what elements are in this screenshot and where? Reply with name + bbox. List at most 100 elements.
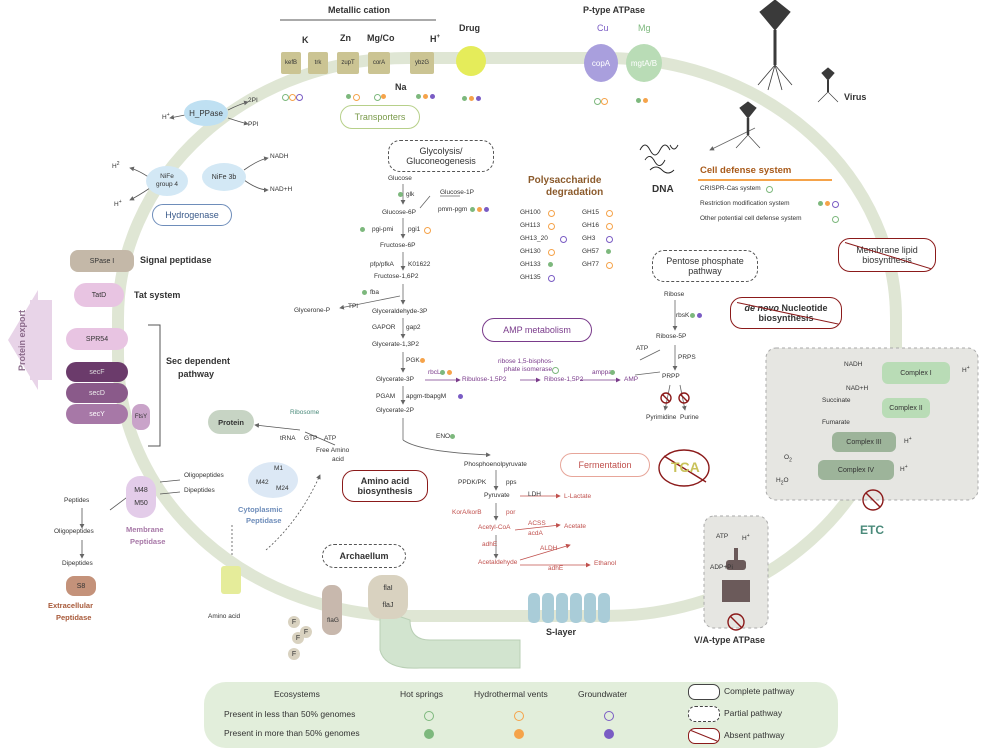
- gh-item: GH130: [520, 248, 541, 255]
- eno-enzyme: ENO: [436, 433, 451, 440]
- ybzg-transporter: ybzG: [410, 52, 434, 74]
- ribose5p-label: Ribose-5P: [656, 333, 687, 340]
- pyrimidine-label: Pyrimidine: [646, 414, 677, 421]
- marker-dot: [825, 201, 830, 206]
- marker-dot: [643, 98, 648, 103]
- srp54: SPR54: [66, 328, 128, 350]
- gapor-enzyme: GAPOR: [372, 324, 396, 331]
- mgco-label: Mg/Co: [367, 33, 395, 43]
- s-layer-label: S-layer: [546, 627, 577, 637]
- legend-complete: Complete pathway: [724, 686, 795, 696]
- fructose16p2-label: Fructose-1,6P2: [374, 273, 419, 280]
- free-amino-acid-label-1: Free Amino: [316, 447, 350, 454]
- marker-dot: [606, 210, 613, 217]
- marker-dot: [636, 98, 641, 103]
- signal-peptidase-title: Signal peptidase: [140, 255, 212, 265]
- amino-acid-transporter: [221, 566, 241, 594]
- legend-absent: Absent pathway: [724, 730, 785, 740]
- glycolysis-pathway-box: Glycolysis/Gluconeogenesis: [388, 140, 494, 172]
- marker-dot: [423, 94, 428, 99]
- archaellum-filament: [379, 609, 521, 669]
- gh-item: GH16: [582, 222, 599, 229]
- m1-label: M1: [274, 465, 284, 472]
- complex-iv: Complex IV: [818, 460, 894, 480]
- pps-enzyme: pps: [506, 479, 517, 486]
- hppase-enzyme: H_PPase: [184, 100, 228, 126]
- marker-dot: [818, 201, 823, 206]
- amino-acid-transport-label: Amino acid: [208, 613, 241, 620]
- purine-label: Purine: [680, 414, 699, 421]
- rbcl-enzyme: rbcL: [428, 369, 441, 376]
- acetaldehyde-label: Acetaldehyde: [478, 559, 518, 566]
- sec-title-2: pathway: [178, 369, 215, 379]
- marker-dot: [594, 98, 601, 105]
- pgam-enzyme: PGAM: [376, 393, 396, 400]
- marker-dot: [606, 236, 613, 243]
- marker-dot: [697, 313, 702, 318]
- apgm-enzyme: apgm-tbapgM: [406, 393, 447, 400]
- pmm-pgm-enzyme: pmm-pgm: [438, 206, 468, 213]
- etc-nad-label: NAD+H: [846, 385, 869, 392]
- marker-dot: [462, 96, 467, 101]
- acda-enzyme: acdA: [528, 530, 543, 537]
- s8-enzyme: S8: [66, 576, 96, 596]
- prpp-label: PRPP: [662, 373, 680, 380]
- peptides-label: Peptides: [64, 497, 90, 504]
- marker-dot: [420, 358, 425, 363]
- marker-dot: [430, 94, 435, 99]
- marker-dot: [470, 207, 475, 212]
- legend-more-50: Present in more than 50% genomes: [224, 728, 360, 738]
- marker-dot: [548, 223, 555, 230]
- polysaccharide-title-2: degradation: [546, 187, 604, 198]
- marker-dot: [766, 186, 773, 193]
- glycerone-label: Glycerone-P: [294, 307, 331, 314]
- marker-dot: [548, 249, 555, 256]
- isomerase-label-2: phate isomerase: [504, 366, 553, 373]
- gh-item: GH15: [582, 209, 599, 216]
- cell-defense-underline: [698, 179, 832, 181]
- marker-dot: [447, 370, 452, 375]
- glucose1p-label: Glucose-1P: [440, 189, 474, 196]
- hydrogenase-h-label: H+: [114, 199, 122, 209]
- tatd: TatD: [74, 283, 124, 307]
- marker-dot: [362, 290, 367, 295]
- gh-item: GH77: [582, 261, 599, 268]
- rib15p2-label: Ribulose-1,5P2: [462, 376, 507, 383]
- glucose-label: Glucose: [388, 175, 412, 182]
- dna-label: DNA: [652, 184, 674, 195]
- metallic-cation-title: Metallic cation: [328, 5, 391, 15]
- marker-dot: [548, 275, 555, 282]
- etc-h-3: H+: [904, 436, 912, 446]
- k01622-enzyme: K01622: [408, 261, 431, 268]
- o2-label: O2: [784, 454, 792, 464]
- glycerate2p-label: Glycerate-2P: [376, 407, 414, 414]
- ppi2-label: 2PI: [248, 97, 258, 104]
- legend-dot-hydro-filled: [514, 729, 524, 739]
- nife3b-enzyme: NiFe 3b: [202, 163, 246, 191]
- flaf-subunit: F: [288, 648, 300, 660]
- marker-dot: [440, 370, 445, 375]
- nadh-label: NADH: [270, 153, 289, 160]
- marker-dot: [416, 94, 421, 99]
- glycerate3p-label: Glycerate-3P: [376, 376, 414, 383]
- ribose-label: Ribose: [664, 291, 685, 298]
- vatpase-rotor: [722, 548, 750, 602]
- archaellum-pathway-box: Archaellum: [322, 544, 406, 568]
- dipeptides-ext-label: Dipeptides: [62, 560, 93, 567]
- membrane-peptidase-title-2: Peptidase: [130, 537, 166, 546]
- pgk-enzyme: PGK: [406, 357, 420, 364]
- legend-partial: Partial pathway: [724, 708, 783, 718]
- marker-dot: [832, 201, 839, 208]
- extracellular-peptidase-title-1: Extracellular: [48, 601, 94, 610]
- secf: secF: [66, 362, 128, 382]
- marker-dot: [606, 249, 611, 254]
- fructose6p-label: Fructose-6P: [380, 242, 416, 249]
- vatpase-title: V/A-type ATPase: [694, 635, 766, 645]
- adhe2-enzyme: adhE: [548, 565, 564, 572]
- complex-ii: Complex II: [882, 398, 930, 418]
- etc-h-1: H+: [962, 365, 970, 375]
- etc-title: ETC: [860, 523, 884, 537]
